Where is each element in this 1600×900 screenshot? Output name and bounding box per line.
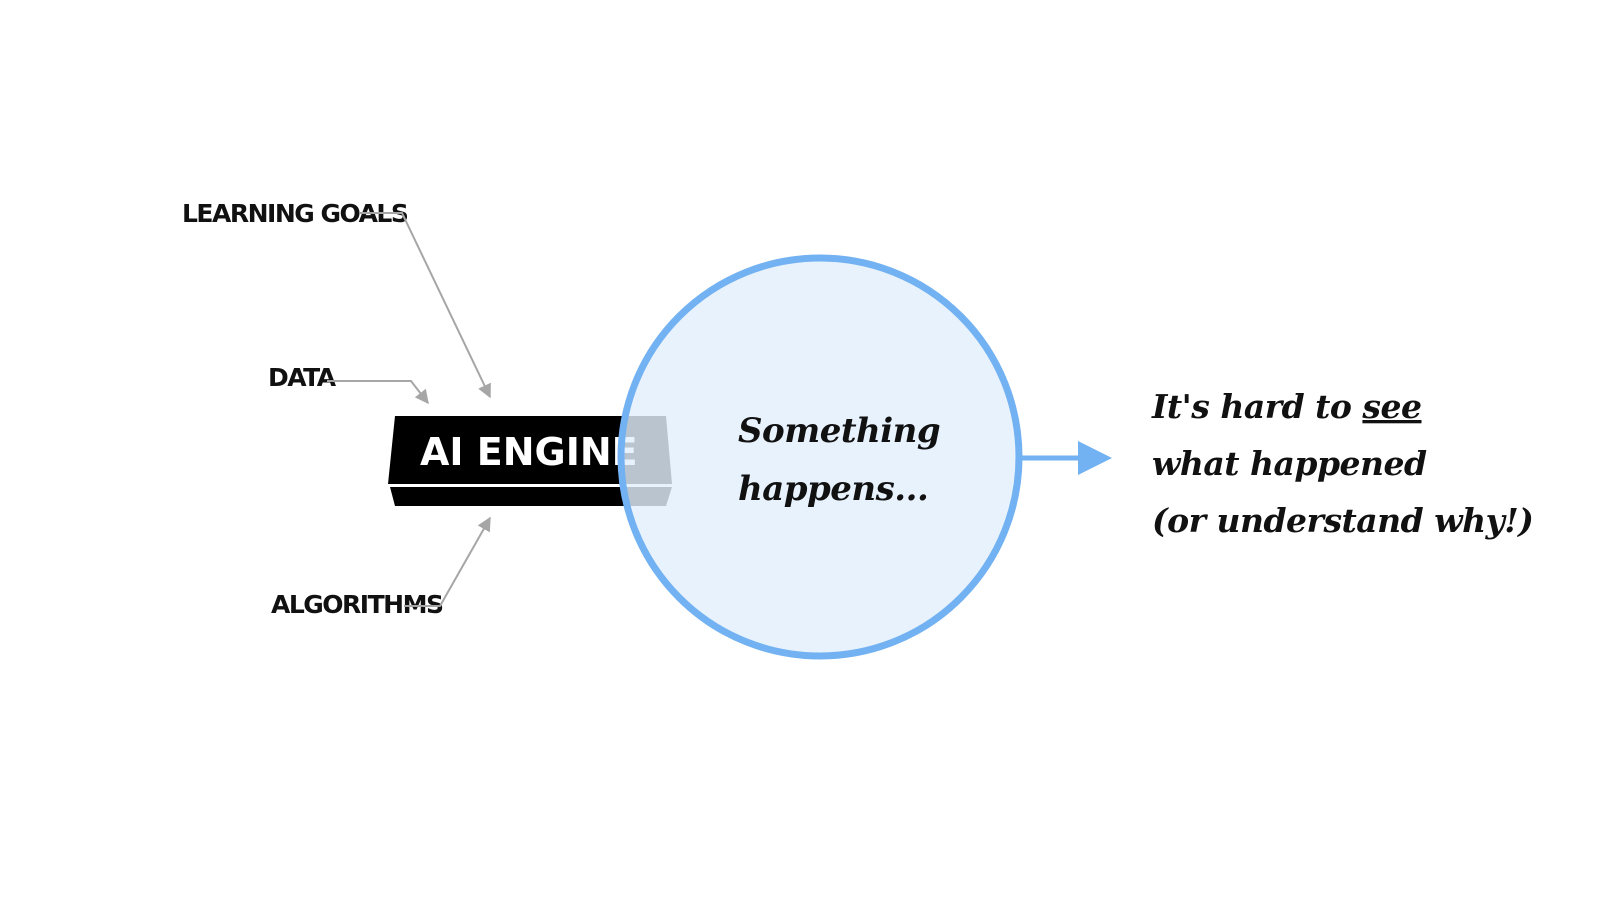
result-text-line-3: (or understand why!) xyxy=(1152,501,1533,540)
bubble-text-line-1: Something xyxy=(738,411,940,451)
ai-engine-top-face xyxy=(388,416,672,484)
result-text-emphasis: see xyxy=(1361,387,1421,426)
ai-engine-block: AI ENGINE xyxy=(388,416,672,506)
result-text-prefix: It's hard to xyxy=(1151,387,1362,426)
algorithms-label: ALGORITHMS xyxy=(271,590,443,619)
ai-engine-label: AI ENGINE xyxy=(420,430,638,474)
process-bubble xyxy=(617,254,1023,660)
result-text-line-1: It's hard to see xyxy=(1151,387,1422,426)
output-arrow-head xyxy=(1078,441,1112,475)
learning-goals-connector xyxy=(360,212,491,399)
data-label: DATA xyxy=(268,363,337,392)
algorithms-connector xyxy=(404,516,491,607)
result-text-line-2: what happened xyxy=(1152,444,1427,483)
bubble-text-line-2: happens... xyxy=(738,469,928,509)
data-connector xyxy=(327,380,429,405)
ai-engine-bottom-face xyxy=(390,487,672,506)
